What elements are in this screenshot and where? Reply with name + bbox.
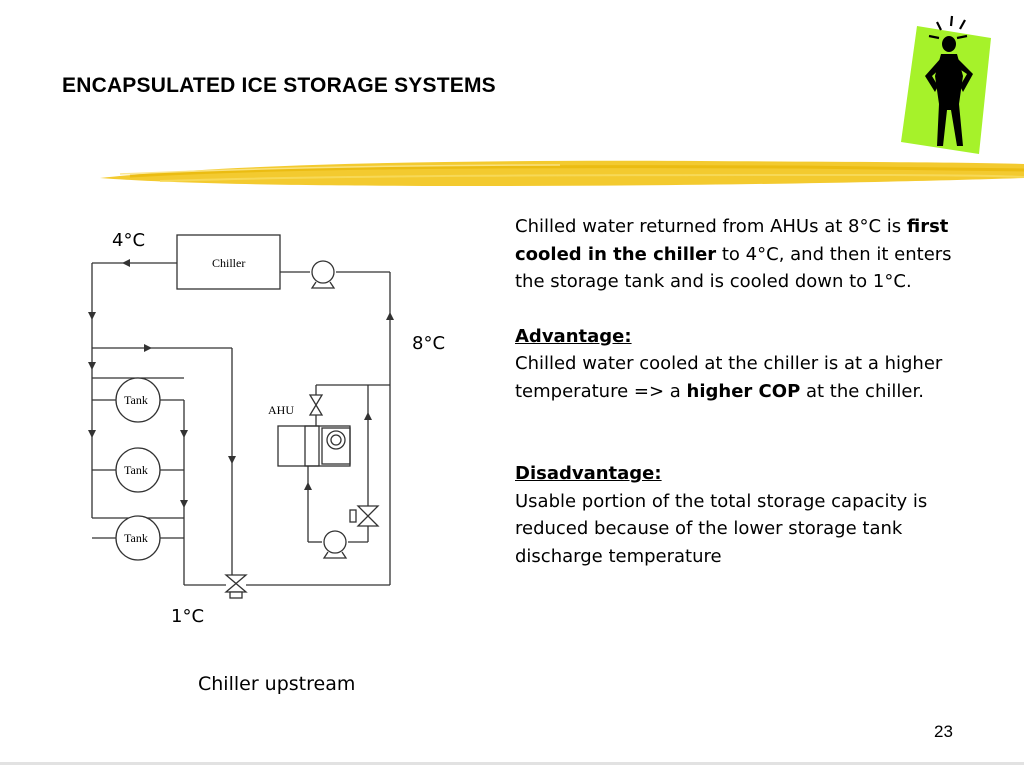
disadvantage-paragraph: Usable portion of the total storage capa… (515, 490, 928, 567)
tank-2 (115, 447, 161, 493)
tank-3 (115, 515, 161, 561)
advantage-heading: Advantage: (515, 325, 632, 347)
temperature-label-top: 4°C (112, 230, 146, 251)
tank-label-2: Tank (124, 463, 148, 477)
chiller-box (176, 234, 281, 290)
stressed-person-illustration (901, 15, 991, 154)
slide-title: ENCAPSULATED ICE STORAGE SYSTEMS (62, 74, 496, 97)
chiller-label: Chiller (212, 256, 245, 270)
pump-bottom (323, 530, 347, 554)
advantage-paragraph: Chilled water cooled at the chiller is a… (515, 353, 943, 402)
disadvantage-heading: Disadvantage: (515, 463, 662, 484)
diagram-caption: Chiller upstream (198, 673, 356, 695)
intro-paragraph: Chilled water returned from AHUs at 8°C … (515, 216, 952, 292)
tank-label-3: Tank (124, 531, 148, 545)
pump-top (311, 260, 335, 284)
page-number: 23 (934, 722, 953, 741)
footer-divider (0, 762, 1024, 765)
ahu-label: AHU (268, 403, 294, 417)
brush-stroke-divider (100, 160, 1024, 186)
tank-label-1: Tank (124, 393, 148, 407)
temperature-label-right: 8°C (412, 333, 446, 354)
ice-storage-piping-diagram: Chiller AHU Tank Tank Tank (88, 234, 394, 599)
explanation-text: Chilled water returned from AHUs at 8°C … (515, 213, 985, 570)
tank-1 (115, 377, 161, 423)
temperature-label-bottom: 1°C (171, 606, 205, 627)
